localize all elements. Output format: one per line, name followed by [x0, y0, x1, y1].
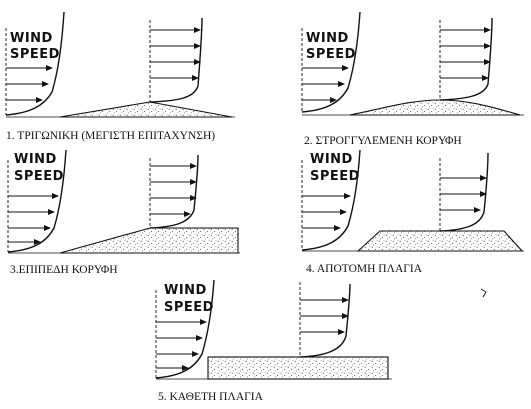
hill [59, 227, 239, 254]
wind-label-line2: SPEED [306, 47, 356, 62]
panel-3: WIND SPEED 3.ΕΠΙΠΕΔΗ ΚΟΡΥΦΗ [7, 149, 240, 276]
wind-label-line1: WIND [14, 152, 57, 167]
hill [349, 99, 521, 116]
upstream-wind-arrows [302, 65, 349, 103]
upstream-velocity-profile [301, 11, 361, 113]
wind-label-line2: SPEED [310, 169, 360, 184]
crest-velocity-profile [439, 152, 489, 232]
crest-velocity-profile [149, 154, 199, 229]
upstream-wind-arrows [156, 319, 207, 371]
crest-wind-arrows [300, 297, 349, 335]
upstream-wind-arrows [8, 193, 59, 245]
hill [207, 356, 389, 380]
crest-wind-arrows [440, 175, 487, 213]
hill [356, 230, 524, 252]
crest-velocity-profile [439, 17, 493, 101]
crest-velocity-profile [149, 17, 203, 103]
upstream-velocity-profile [5, 11, 65, 116]
wind-label-line2: SPEED [164, 300, 214, 315]
panel-1: WIND SPEED 1. ΤΡΙΓΩΝΙΚΗ (ΜΕΓΙΣΤΗ ΕΠΙΤΑΧΥ… [5, 11, 235, 142]
caption-5: 5. ΚΑΘΕΤΗ ΠΛΑΓΙΑ [158, 391, 264, 403]
crest-wind-arrows [150, 27, 201, 81]
crest-wind-arrows [440, 27, 491, 81]
panel-5: WIND SPEED 5. ΚΑΘΕΤΗ ΠΛΑΓΙΑ [155, 279, 392, 403]
caption-4: 4. ΑΠΟΤΟΜΗ ΠΛΑΓΙΑ [306, 263, 423, 275]
crest-velocity-profile [299, 283, 351, 358]
upstream-velocity-profile [155, 279, 215, 379]
wind-label-line1: WIND [310, 152, 353, 167]
upstream-wind-arrows [302, 193, 351, 231]
upstream-wind-arrows [6, 65, 53, 103]
crest-wind-arrows [150, 163, 197, 217]
caption-1: 1. ΤΡΙΓΩΝΙΚΗ (ΜΕΓΙΣΤΗ ΕΠΙΤΑΧΥΝΣΗ) [6, 130, 215, 142]
upstream-velocity-profile [7, 149, 67, 253]
caption-2: 2. ΣΤΡΟΓΓΥΛΕΜΕΝΗ ΚΟΡΥΦΗ [304, 135, 462, 147]
panel-4: WIND SPEED 4. ΑΠΟΤΟΜΗ ΠΛΑΓΙΑ [301, 149, 524, 275]
stray-mark [480, 288, 487, 298]
wind-label-line1: WIND [306, 31, 349, 46]
panel-2: WIND SPEED 2. ΣΤΡΟΓΓΥΛΕΜΕΝΗ ΚΟΡΥΦΗ [301, 11, 524, 147]
wind-label-line1: WIND [164, 283, 207, 298]
upstream-velocity-profile [301, 149, 361, 251]
wind-label-line2: SPEED [14, 169, 64, 184]
wind-label-line1: WIND [10, 31, 53, 46]
hill [59, 101, 233, 118]
wind-label-line2: SPEED [10, 47, 60, 62]
caption-3: 3.ΕΠΙΠΕΔΗ ΚΟΡΥΦΗ [10, 264, 118, 276]
